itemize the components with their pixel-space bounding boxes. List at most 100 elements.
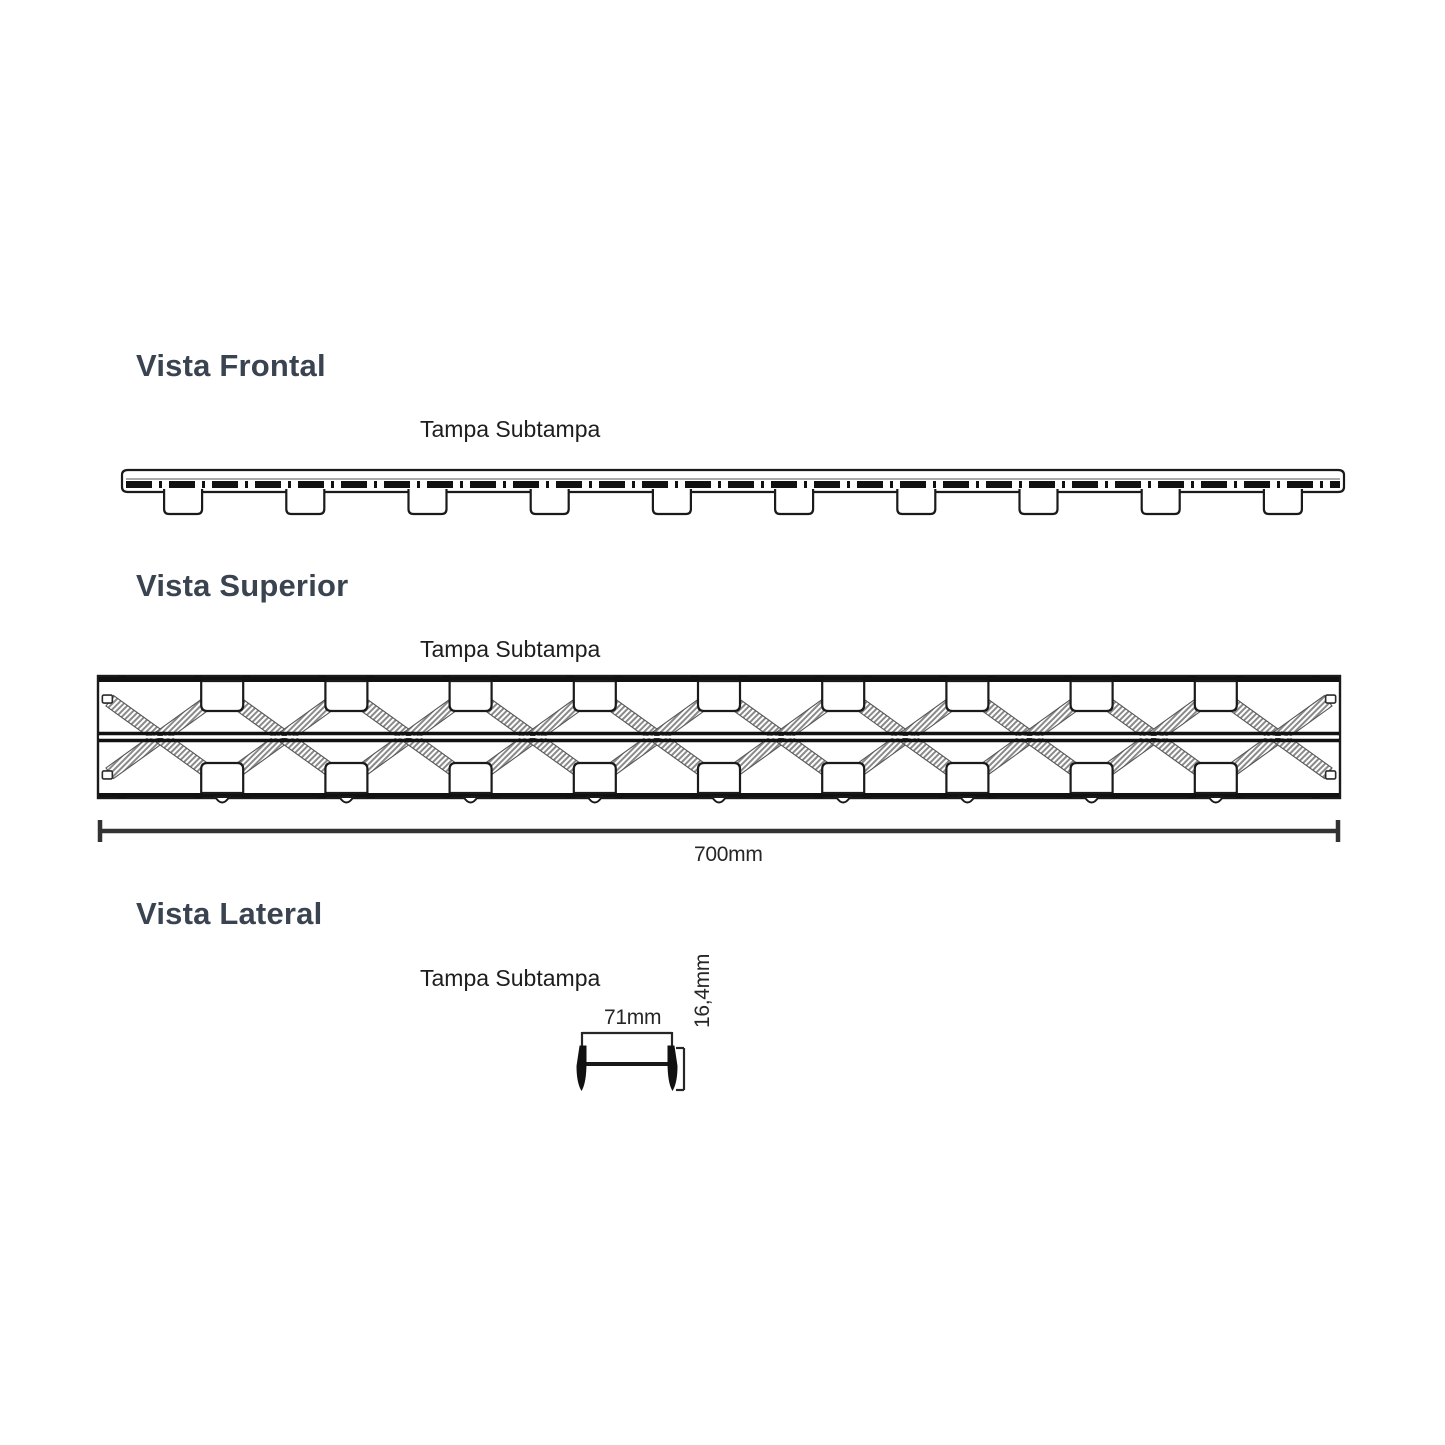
superior-cross-end-pad [331,694,343,704]
superior-bottom-tab [821,761,866,795]
superior-edge-notch-bottom [1311,793,1320,798]
superior-top-tab [572,679,617,713]
superior-cross-hub [281,733,288,741]
superior-cross-arm [1223,694,1283,744]
superior-cross-arm [850,730,910,780]
superior-edge-notch-bottom [118,793,127,798]
superior-cross-end-pad [1076,694,1089,704]
superior-edge-notch-bottom [815,793,824,798]
superior-edge-notch-top [815,676,824,681]
superior-bottom-tab [572,761,617,795]
superior-cross-arm [229,730,289,780]
superior-cross-arm [1273,694,1333,744]
superior-cross-arm [1149,694,1209,744]
superior-cross-arm [105,730,165,780]
superior-edge-notch-top [318,676,327,681]
superior-cross-end-pad [970,694,983,704]
superior-cross-arm [528,694,588,744]
superior-cross-end-pad [952,694,964,704]
part-label-superior: Tampa Subtampa [420,636,601,662]
superior-edge-notch-bottom [1063,793,1072,798]
superior-cross-hub [1274,733,1282,741]
superior-cross-end-pad [722,770,735,780]
superior-tab-group [200,679,1238,804]
superior-cross-arm [726,730,786,780]
superior-cross-arm [1149,730,1209,780]
superior-cross-arm [353,694,414,744]
superior-cross-end-pad [598,694,610,704]
superior-cross-hub [529,733,536,741]
superior-cross-end-pad [1219,770,1231,780]
superior-cross-arm [155,730,215,780]
superior-cross-end-pad [579,770,592,780]
superior-edge-notch-top [614,676,623,681]
superior-edge-notch-top [194,676,203,681]
superior-cross-end-pad [722,694,735,704]
superior-cross-arm [1024,694,1085,744]
superior-body-outline [96,674,1342,800]
superior-edge-notch-bottom [690,793,699,798]
superior-cross-end-pad [1076,770,1089,780]
superior-cross-end-pad [474,694,486,704]
superior-cross-arm [776,730,836,780]
lateral-view-geometry [576,1031,686,1092]
frontal-tab [285,489,326,516]
superior-cross-arm [974,694,1035,744]
superior-cross-hub [902,733,909,741]
superior-edge-notch-bottom [1235,793,1244,798]
superior-edge-notch-bottom [318,793,327,798]
superior-cross-end-pad [101,694,114,704]
superior-cross-arm [1273,730,1333,780]
superior-cross-arm [1024,730,1085,780]
superior-cross-arm [279,694,340,744]
superior-cross-arm [900,730,961,780]
superior-cross-arm [403,730,464,780]
superior-cross-end-pad [1095,694,1107,704]
superior-edge-notch-bottom [1187,793,1196,798]
superior-view-geometry [96,674,1342,804]
superior-edge-notch-bottom [614,793,623,798]
superior-cross-arm [403,694,464,744]
superior-edge-notch-bottom [194,793,203,798]
superior-cross-end-pad [1324,694,1337,704]
dimension-line-700mm [97,820,1341,842]
view-title-lateral: Vista Lateral [136,896,323,931]
superior-bottom-notch [1082,796,1101,804]
superior-edge-notch-top [490,676,499,681]
superior-edge-notch-top [987,676,996,681]
frontal-tab [529,489,570,516]
frontal-profile-outline [120,468,1346,494]
superior-cross-arm [1098,730,1159,780]
superior-cross-end-pad [331,770,343,780]
superior-cross-end-pad [846,770,859,780]
superior-bottom-notch [213,796,232,804]
view-title-frontal: Vista Frontal [136,348,326,383]
part-label-frontal: Tampa Subtampa [420,416,601,442]
frontal-tab [407,489,448,516]
superior-cross-end-pad [225,770,238,780]
superior-edge-notch-bottom [1111,793,1120,798]
superior-cross-arm [477,694,538,744]
superior-cross-end-pad [828,694,840,704]
superior-cross-end-pad [207,770,219,780]
superior-cross-end-pad [598,770,610,780]
superior-bottom-notch [1206,796,1225,804]
frontal-tab [163,489,204,516]
dimension-width-71mm: 71mm [604,1006,662,1029]
superior-cross-end-pad [349,770,362,780]
superior-top-tab [821,679,866,713]
superior-edge-notch-bottom [490,793,499,798]
superior-cross-end-pad [101,770,114,780]
superior-top-tab [1069,679,1114,713]
superior-edge-notch-top [739,676,748,681]
superior-edge-notch-bottom [739,793,748,798]
lateral-left-end-cap [576,1045,587,1092]
superior-cross-end-pad [1200,770,1213,780]
superior-cross-end-pad [225,694,238,704]
superior-bottom-tab [324,761,369,795]
superior-top-tab [696,679,742,713]
part-label-lateral: Tampa Subtampa [420,965,601,991]
superior-cross-end-pad [1219,694,1231,704]
superior-cross-end-pad [828,770,840,780]
